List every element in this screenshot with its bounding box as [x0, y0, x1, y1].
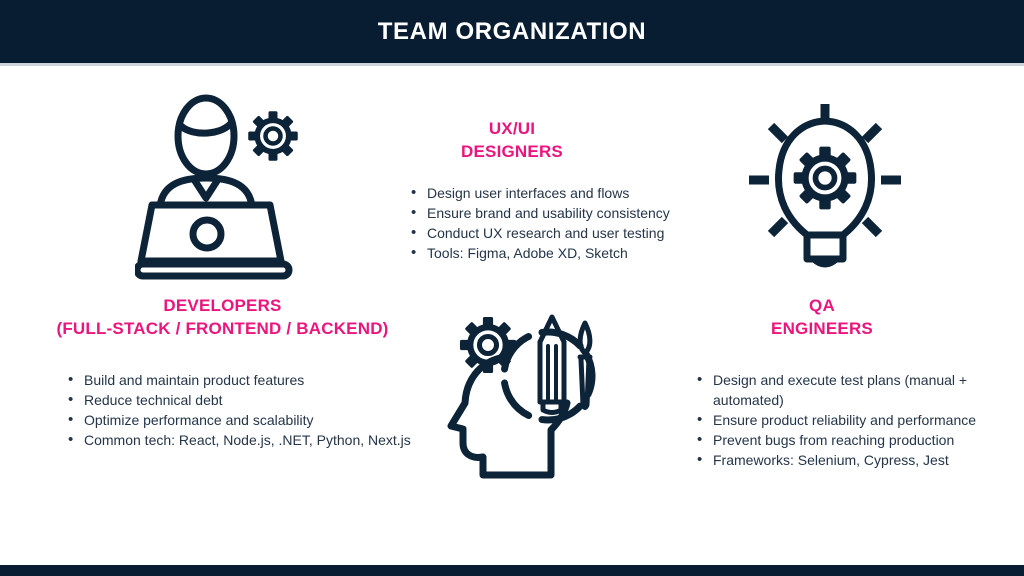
qa-title-line1: QA — [809, 296, 835, 315]
developers-bullet-list: Build and maintain product features Redu… — [63, 370, 428, 450]
bullet-item: Prevent bugs from reaching production — [692, 430, 1004, 450]
creative-head-pencil-brush-icon — [438, 301, 620, 483]
qa-title: QA ENGINEERS — [722, 295, 922, 340]
bullet-item: Frameworks: Selenium, Cypress, Jest — [692, 450, 1004, 470]
header-divider — [0, 63, 1024, 66]
designers-title-line1: UX/UI — [488, 119, 536, 138]
slide-header: TEAM ORGANIZATION — [0, 0, 1024, 63]
bullet-item: Common tech: React, Node.js, .NET, Pytho… — [63, 430, 428, 450]
bullet-item: Tools: Figma, Adobe XD, Sketch — [406, 243, 696, 263]
designers-title: UX/UI DESIGNERS — [402, 118, 622, 163]
developers-title-line1: DEVELOPERS — [163, 296, 282, 315]
bullet-item: Ensure brand and usability consistency — [406, 203, 696, 223]
bullet-item: Design and execute test plans (manual + … — [692, 370, 1004, 410]
bullet-item: Reduce technical debt — [63, 390, 428, 410]
developer-laptop-gear-icon — [135, 86, 325, 282]
qa-bullet-list: Design and execute test plans (manual + … — [692, 370, 1004, 470]
bullet-item: Build and maintain product features — [63, 370, 428, 390]
designers-bullet-list: Design user interfaces and flows Ensure … — [406, 183, 696, 263]
bullet-item: Design user interfaces and flows — [406, 183, 696, 203]
lightbulb-gear-icon — [748, 92, 913, 284]
designers-title-line2: DESIGNERS — [461, 141, 563, 161]
qa-title-line2: ENGINEERS — [771, 318, 873, 338]
developers-title-line2: (FULL-STACK / FRONTEND / BACKEND) — [56, 318, 389, 338]
developers-title: DEVELOPERS (FULL-STACK / FRONTEND / BACK… — [15, 295, 430, 340]
bullet-item: Optimize performance and scalability — [63, 410, 428, 430]
bullet-item: Conduct UX research and user testing — [406, 223, 696, 243]
bullet-item: Ensure product reliability and performan… — [692, 410, 1004, 430]
slide-footer — [0, 565, 1024, 576]
slide-title: TEAM ORGANIZATION — [377, 17, 647, 45]
